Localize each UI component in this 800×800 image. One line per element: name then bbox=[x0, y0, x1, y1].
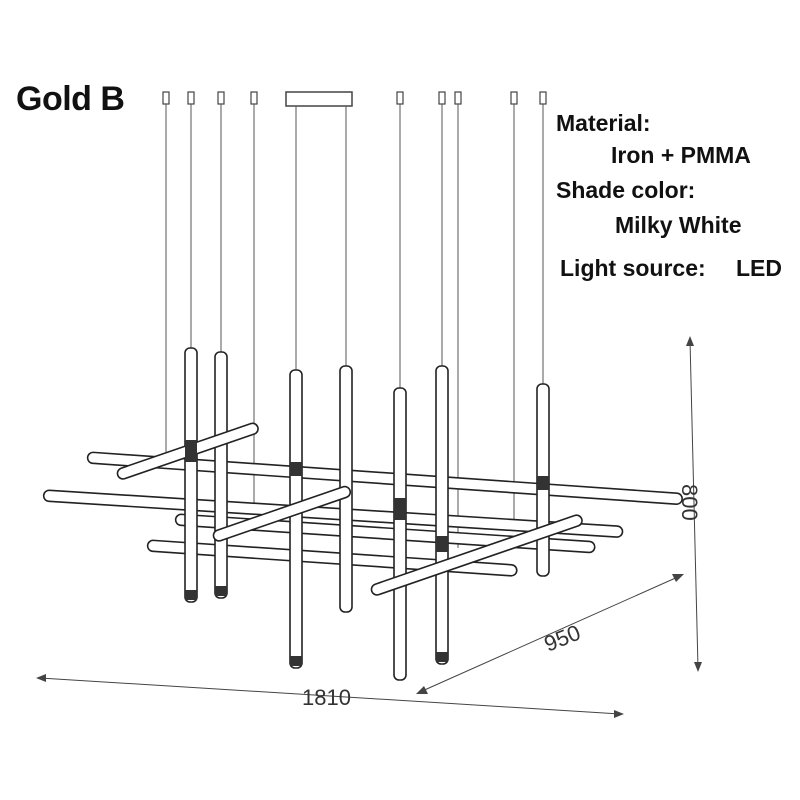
tube-diagonal bbox=[370, 514, 583, 596]
width-dimension bbox=[36, 674, 624, 718]
tube-vertical bbox=[184, 347, 198, 603]
tube-vertical bbox=[435, 365, 449, 665]
light-source-label: Light source: bbox=[560, 255, 706, 281]
tube-vertical bbox=[289, 369, 303, 669]
tube-vertical bbox=[393, 387, 407, 681]
product-title: Gold B bbox=[16, 80, 125, 118]
height-dimension-label: 800 bbox=[677, 484, 702, 521]
tube-horizontal bbox=[86, 451, 683, 505]
ceiling-hooks bbox=[162, 91, 547, 105]
tube-vertical bbox=[214, 351, 228, 599]
material-value: Iron + PMMA bbox=[611, 142, 751, 168]
material-label: Material: bbox=[556, 110, 651, 136]
tube-horizontal bbox=[174, 513, 596, 554]
tube-connectors bbox=[185, 440, 549, 666]
light-source-value: LED bbox=[736, 255, 782, 281]
width-dimension-label: 1810 bbox=[302, 685, 351, 710]
shade-color-label: Shade color: bbox=[556, 177, 696, 203]
height-dimension bbox=[686, 336, 702, 672]
ceiling-canopy bbox=[285, 91, 353, 107]
depth-dimension bbox=[416, 574, 684, 694]
depth-dimension-label: 950 bbox=[541, 620, 584, 657]
suspension-wires bbox=[165, 104, 544, 548]
tube-diagonal bbox=[212, 485, 352, 542]
light-tubes bbox=[42, 347, 683, 681]
shade-color-value: Milky White bbox=[615, 212, 742, 238]
